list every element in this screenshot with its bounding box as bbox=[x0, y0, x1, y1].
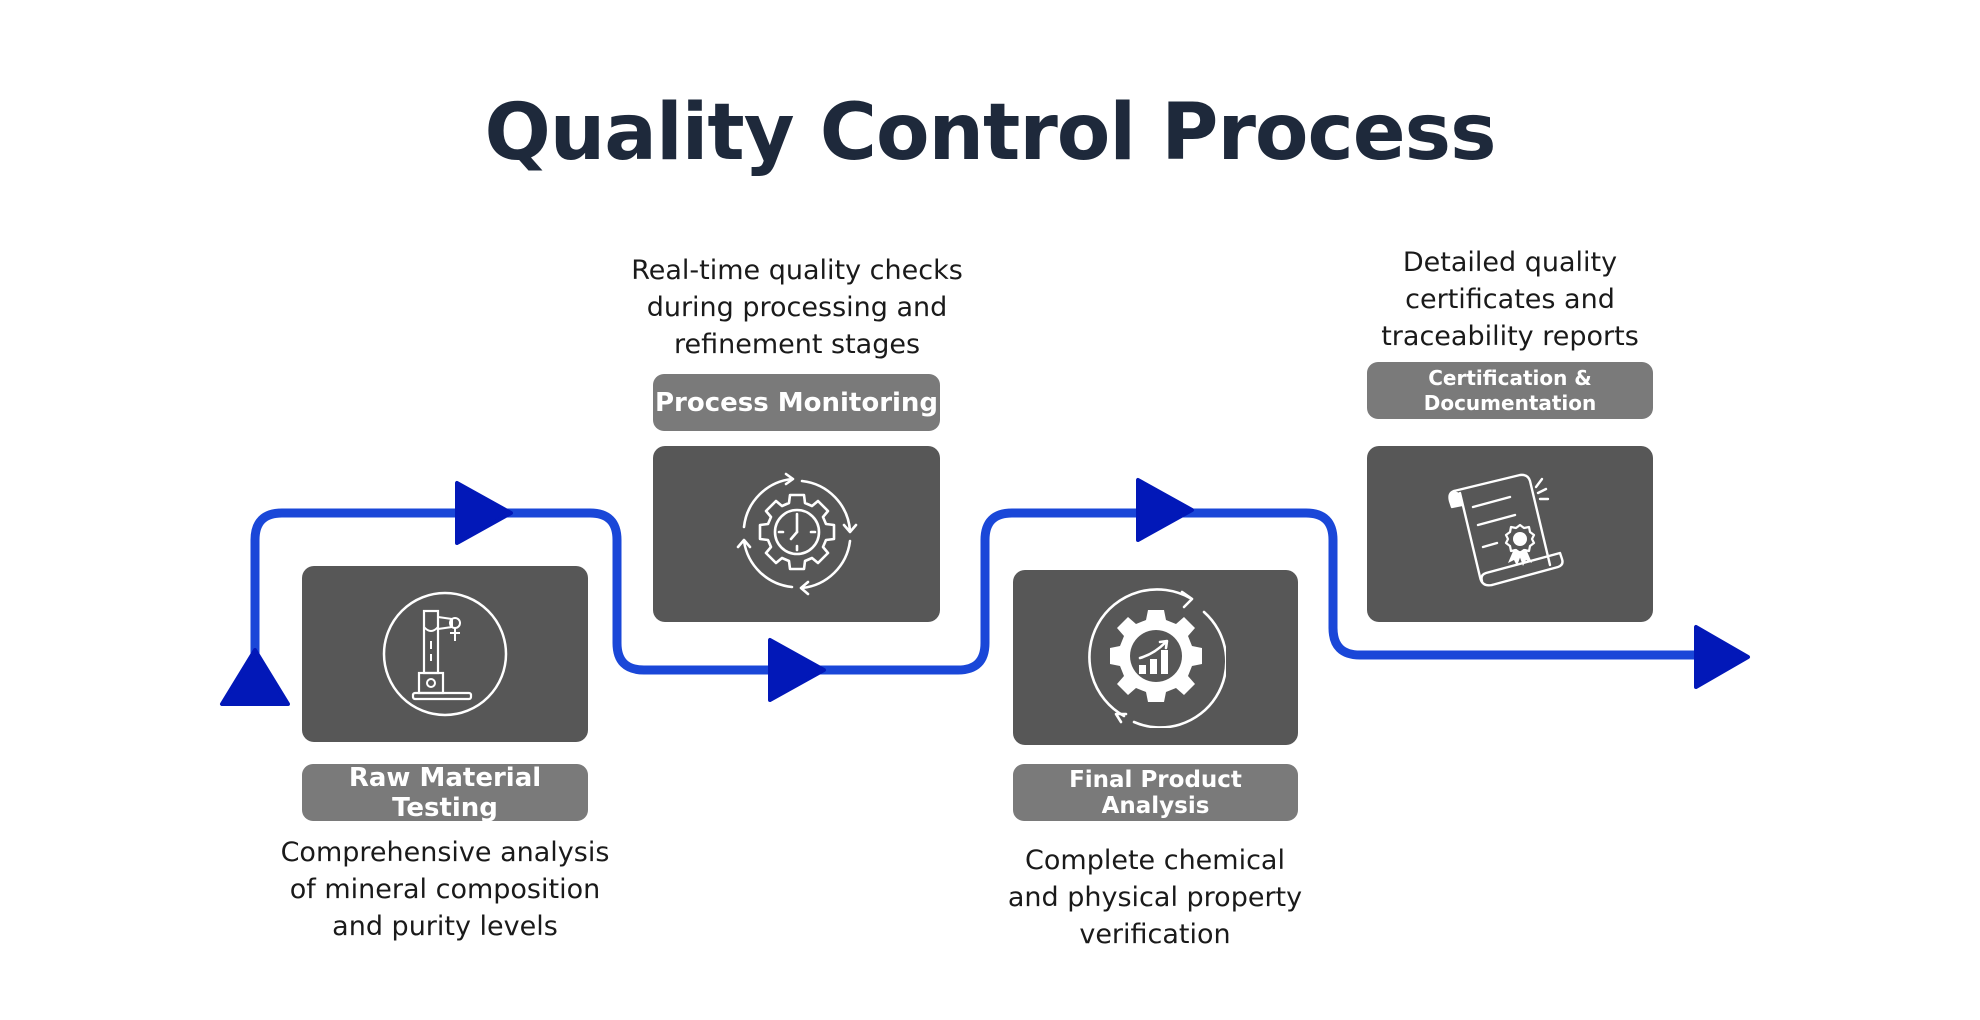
description-line: refinement stages bbox=[673, 329, 921, 360]
arrow-end bbox=[1694, 625, 1750, 689]
label-line: Documentation bbox=[1423, 390, 1597, 415]
step-label-certification: Certification & Documentation bbox=[1367, 362, 1653, 419]
description-line: and physical property bbox=[1007, 882, 1303, 913]
arrow-right-3 bbox=[1136, 478, 1194, 542]
gear-chart-cycle-icon bbox=[1087, 587, 1226, 728]
step-description-process-monitoring: Real-time quality checks during processi… bbox=[597, 252, 997, 363]
step-description-raw-material: Comprehensive analysis of mineral compos… bbox=[245, 834, 645, 945]
description-line: verification bbox=[1079, 919, 1231, 950]
arrow-start-up bbox=[220, 648, 290, 706]
step-card-process-monitoring bbox=[653, 446, 940, 622]
step-card-final-product bbox=[1013, 570, 1298, 745]
description-line: traceability reports bbox=[1381, 321, 1639, 352]
description-line: certificates and bbox=[1405, 284, 1615, 315]
step-card-raw-material bbox=[302, 566, 588, 742]
label-line: Certification & bbox=[1428, 365, 1592, 390]
description-line: and purity levels bbox=[332, 911, 558, 942]
description-line: during processing and bbox=[646, 292, 948, 323]
page-title: Quality Control Process bbox=[484, 88, 1496, 178]
description-line: Real-time quality checks bbox=[631, 255, 963, 286]
description-line: Detailed quality bbox=[1402, 247, 1618, 278]
arrow-right-2 bbox=[768, 638, 826, 702]
step-label-process-monitoring: Process Monitoring bbox=[653, 374, 940, 431]
arrow-right-1 bbox=[455, 481, 513, 545]
microscope-icon bbox=[382, 591, 508, 717]
description-line: Complete chemical bbox=[1025, 845, 1285, 876]
step-description-final-product: Complete chemical and physical property … bbox=[955, 842, 1355, 953]
step-description-certification: Detailed quality certificates and tracea… bbox=[1310, 244, 1710, 355]
step-card-certification bbox=[1367, 446, 1653, 622]
step-label-final-product: Final Product Analysis bbox=[1013, 764, 1298, 821]
step-label-raw-material: Raw Material Testing bbox=[302, 763, 588, 823]
description-line: of mineral composition bbox=[289, 874, 601, 905]
gear-clock-cycle-icon bbox=[736, 472, 857, 596]
description-line: Comprehensive analysis bbox=[280, 837, 610, 868]
flow-line bbox=[250, 508, 1705, 695]
certificate-scroll-icon bbox=[1448, 473, 1564, 587]
